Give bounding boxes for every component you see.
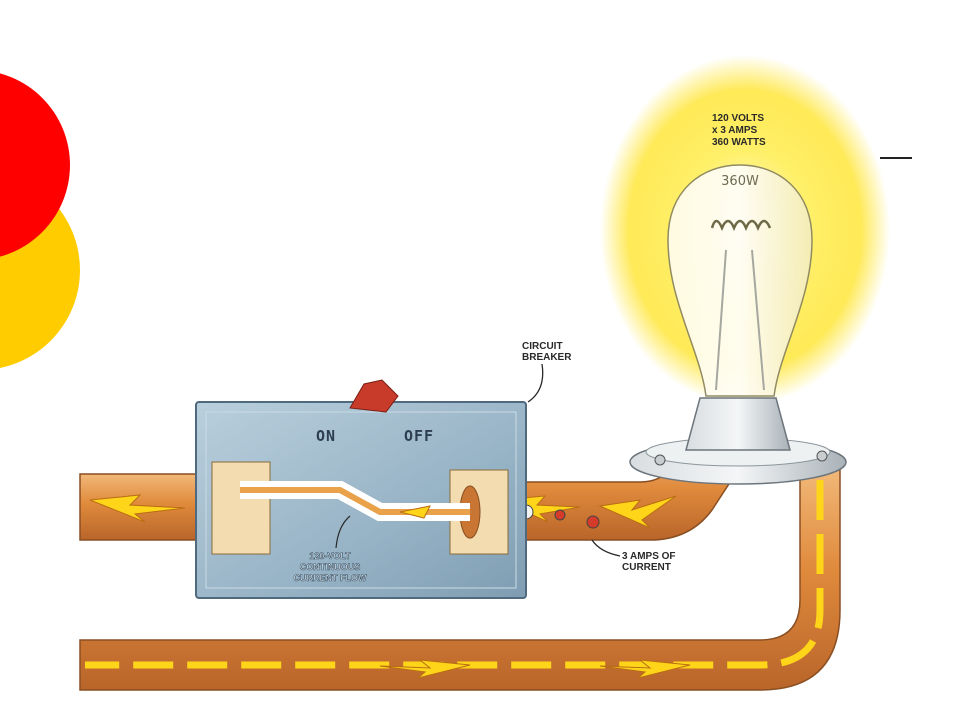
breaker-label-line2: BREAKER — [522, 352, 572, 363]
breaker-label-line1: CIRCUIT — [522, 341, 563, 352]
decorative-dash — [880, 157, 912, 159]
bulb-socket — [629, 397, 847, 485]
bulb-label-line2: x 3 AMPS — [712, 125, 758, 136]
amps-callout-arrow — [591, 539, 621, 557]
filament — [710, 219, 772, 232]
flow-label-line1: 120-VOLT — [309, 551, 351, 561]
return-wire-pipe — [79, 469, 841, 691]
contact-block-left — [211, 461, 271, 555]
bulb-label-line1: 120 VOLTS — [712, 113, 764, 124]
switch-off-label: OFF — [404, 427, 434, 445]
bulb-label-line3: 360 WATTS — [712, 137, 766, 148]
switch-on-label: ON — [316, 427, 336, 445]
flow-label-line3: CURRENT FLOW — [294, 573, 367, 583]
amps-label-line1: 3 AMPS OF — [622, 551, 676, 562]
light-bulb: 360W — [667, 164, 813, 397]
decor-red-circle — [0, 73, 70, 257]
breaker-callout-arrow — [527, 363, 544, 403]
breaker-toggle — [349, 379, 399, 413]
bulb-glass-text: 360W — [721, 174, 759, 189]
decorative-circles — [0, 73, 80, 368]
circuit-breaker: ON OFF 120-VOLT CONTINUOUS CURRENT FLOW — [195, 379, 527, 599]
flow-label-line2: CONTINUOUS — [300, 562, 361, 572]
amps-label-line2: CURRENT — [622, 562, 671, 573]
